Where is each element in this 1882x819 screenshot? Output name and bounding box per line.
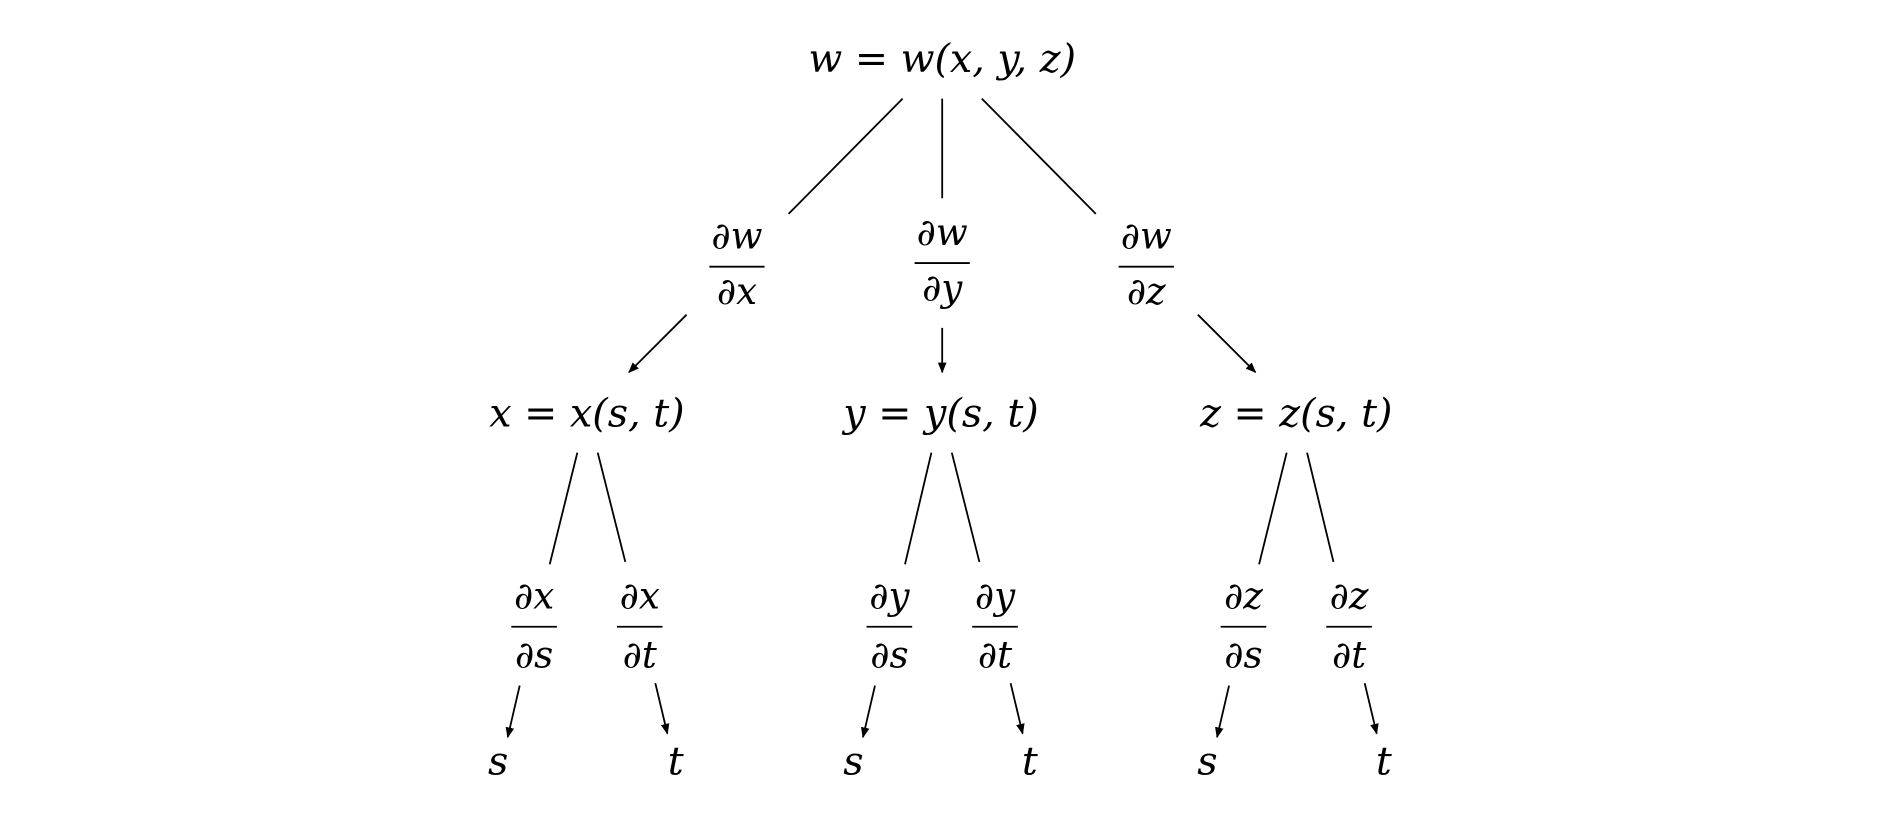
arrow-icon bbox=[1009, 682, 1025, 735]
numerator: ∂w bbox=[1121, 214, 1172, 258]
z-function: z = z(s, t) bbox=[1199, 390, 1392, 436]
x-function: x = x(s, t) bbox=[489, 390, 684, 436]
edge bbox=[548, 452, 579, 565]
edge bbox=[1258, 452, 1288, 565]
partial-fraction: ∂y ∂s bbox=[866, 574, 913, 677]
denominator: ∂y bbox=[922, 265, 963, 309]
level1-arrows bbox=[628, 314, 1257, 374]
denominator: ∂s bbox=[1224, 633, 1262, 677]
denominator: ∂x bbox=[717, 269, 757, 313]
edge-root-z bbox=[981, 98, 1097, 215]
partial-w-y: ∂w ∂y bbox=[914, 210, 970, 309]
numerator: ∂x bbox=[514, 574, 554, 618]
partial-fraction: ∂y ∂t bbox=[972, 574, 1018, 677]
arrow-icon bbox=[628, 314, 688, 374]
arrow-icon bbox=[654, 682, 670, 735]
denominator: ∂z bbox=[1127, 269, 1166, 313]
root-function: w = w(x, y, z) bbox=[808, 36, 1076, 82]
level2-edges bbox=[548, 452, 1335, 565]
level3-partials: ∂x ∂s ∂x ∂t ∂y ∂s ∂y ∂t ∂z ∂s ∂z ∂t bbox=[505, 574, 1379, 739]
numerator: ∂z bbox=[1330, 574, 1369, 618]
partial-w-z: ∂w ∂z bbox=[1118, 214, 1174, 313]
edge bbox=[1306, 452, 1335, 563]
denominator: ∂s bbox=[515, 633, 553, 677]
numerator: ∂w bbox=[917, 210, 968, 254]
arrow-icon bbox=[1215, 685, 1230, 739]
partial-w-x: ∂w ∂x bbox=[709, 214, 765, 313]
leaf-t: t bbox=[1022, 738, 1038, 784]
arrow-icon bbox=[1363, 682, 1379, 735]
arrow-icon bbox=[505, 685, 521, 739]
numerator: ∂x bbox=[620, 574, 660, 618]
numerator: ∂w bbox=[711, 214, 762, 258]
edge-root-x bbox=[787, 98, 904, 215]
numerator: ∂y bbox=[975, 574, 1016, 618]
edge bbox=[950, 452, 981, 563]
leaf-s: s bbox=[843, 738, 863, 784]
denominator: ∂s bbox=[870, 633, 908, 677]
root-edges bbox=[787, 98, 1097, 215]
leaf-s: s bbox=[1197, 738, 1217, 784]
leaf-t: t bbox=[668, 738, 684, 784]
denominator: ∂t bbox=[1332, 633, 1366, 677]
partial-fraction: ∂x ∂t bbox=[616, 574, 663, 677]
leaf-s: s bbox=[488, 738, 508, 784]
leaf-t: t bbox=[1376, 738, 1392, 784]
partial-fraction: ∂z ∂t bbox=[1326, 574, 1372, 677]
y-function: y = y(s, t) bbox=[841, 390, 1038, 436]
denominator: ∂t bbox=[978, 633, 1012, 677]
edge bbox=[596, 452, 627, 563]
partial-fraction: ∂z ∂s bbox=[1220, 574, 1267, 677]
arrow-icon bbox=[1197, 314, 1257, 374]
numerator: ∂z bbox=[1224, 574, 1263, 618]
partial-fraction: ∂x ∂s bbox=[511, 574, 557, 677]
numerator: ∂y bbox=[869, 574, 910, 618]
arrow-icon bbox=[860, 685, 876, 739]
edge bbox=[904, 452, 933, 565]
denominator: ∂t bbox=[623, 633, 657, 677]
